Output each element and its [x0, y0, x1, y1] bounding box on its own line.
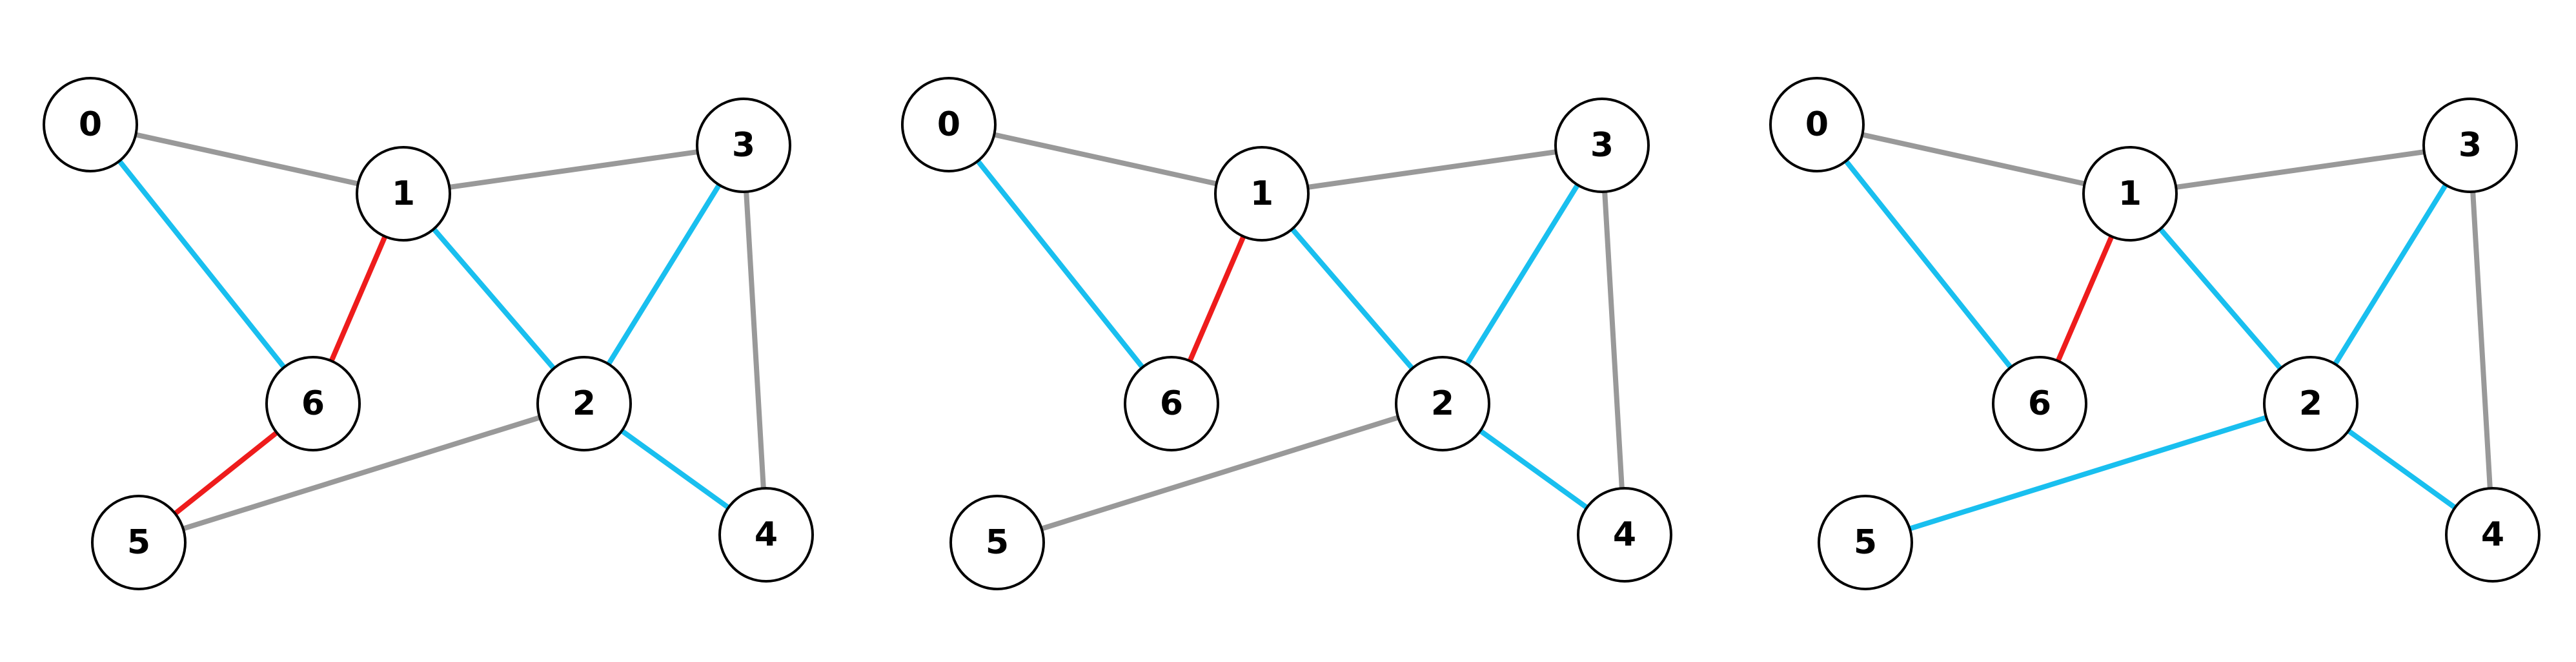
node-label: 5	[986, 523, 1009, 562]
node-5: 5	[1818, 495, 1913, 590]
graph-panel-2: 0 1 2 3 4 5 6	[901, 77, 1672, 590]
node-circle	[1395, 356, 1490, 451]
node-circle	[1818, 495, 1913, 590]
node-6: 6	[1124, 356, 1219, 451]
node-6: 6	[1992, 356, 2087, 451]
node-2: 2	[2263, 356, 2358, 451]
edge-0-6	[1814, 122, 2042, 406]
node-label: 5	[1854, 523, 1877, 562]
node-circle	[2263, 356, 2358, 451]
node-circle	[2445, 487, 2541, 583]
node-4: 4	[718, 487, 814, 583]
node-label: 4	[1613, 515, 1636, 554]
node-circle	[1577, 487, 1672, 583]
node-label: 2	[573, 384, 596, 423]
node-label: 3	[732, 126, 755, 165]
node-label: 3	[2459, 126, 2482, 165]
node-3: 3	[696, 98, 791, 193]
node-circle	[356, 146, 451, 242]
node-label: 0	[79, 105, 102, 144]
nodes-layer: 0 1 2 3 4 5 6	[43, 77, 814, 590]
node-label: 2	[2299, 384, 2322, 423]
edge-2-5	[995, 401, 1445, 545]
edge-0-1	[1814, 122, 2133, 196]
edge-3-2	[582, 143, 746, 406]
edge-2-5	[1863, 401, 2313, 545]
edge-3-4	[1599, 143, 1627, 537]
node-label: 6	[2028, 384, 2051, 423]
node-label: 0	[1805, 105, 1829, 144]
node-1: 1	[1214, 146, 1310, 242]
node-5: 5	[949, 495, 1045, 590]
node-circle	[2082, 146, 2178, 242]
node-circle	[91, 495, 187, 590]
node-6: 6	[265, 356, 361, 451]
node-0: 0	[901, 77, 997, 172]
nodes-layer: 0 1 2 3 4 5 6	[1769, 77, 2541, 590]
node-label: 1	[1250, 174, 1273, 213]
node-label: 1	[392, 174, 415, 213]
edge-0-1	[88, 122, 406, 196]
node-label: 0	[937, 105, 960, 144]
node-circle	[696, 98, 791, 193]
node-4: 4	[2445, 487, 2541, 583]
edge-1-3	[1259, 143, 1605, 196]
node-label: 4	[2481, 515, 2504, 554]
node-2: 2	[1395, 356, 1490, 451]
nodes-layer: 0 1 2 3 4 5 6	[901, 77, 1672, 590]
node-circle	[1124, 356, 1219, 451]
node-1: 1	[356, 146, 451, 242]
edge-1-3	[2127, 143, 2473, 196]
node-2: 2	[536, 356, 632, 451]
node-circle	[1769, 77, 1865, 172]
edge-1-3	[401, 143, 746, 196]
node-label: 4	[755, 515, 778, 554]
edge-3-4	[2468, 143, 2495, 537]
node-3: 3	[2422, 98, 2518, 193]
edge-0-6	[88, 122, 316, 406]
node-circle	[718, 487, 814, 583]
node-circle	[265, 356, 361, 451]
node-circle	[536, 356, 632, 451]
graph-panel-3: 0 1 2 3 4 5 6	[1769, 77, 2541, 590]
edge-3-4	[741, 143, 769, 537]
edge-3-2	[2308, 143, 2473, 406]
edge-0-6	[946, 122, 1174, 406]
node-circle	[2422, 98, 2518, 193]
node-0: 0	[43, 77, 138, 172]
node-1: 1	[2082, 146, 2178, 242]
graph-panel-1: 0 1 2 3 4 5 6	[43, 77, 814, 590]
node-0: 0	[1769, 77, 1865, 172]
node-circle	[1992, 356, 2087, 451]
node-label: 5	[127, 523, 150, 562]
node-label: 6	[1160, 384, 1183, 423]
node-label: 6	[301, 384, 325, 423]
node-circle	[43, 77, 138, 172]
edge-3-2	[1440, 143, 1605, 406]
edge-2-5	[136, 401, 587, 545]
node-4: 4	[1577, 487, 1672, 583]
node-label: 2	[1431, 384, 1454, 423]
node-circle	[901, 77, 997, 172]
edge-0-1	[946, 122, 1264, 196]
node-3: 3	[1554, 98, 1650, 193]
node-label: 1	[2118, 174, 2142, 213]
node-circle	[1554, 98, 1650, 193]
node-circle	[949, 495, 1045, 590]
node-5: 5	[91, 495, 187, 590]
node-circle	[1214, 146, 1310, 242]
node-label: 3	[1590, 126, 1614, 165]
